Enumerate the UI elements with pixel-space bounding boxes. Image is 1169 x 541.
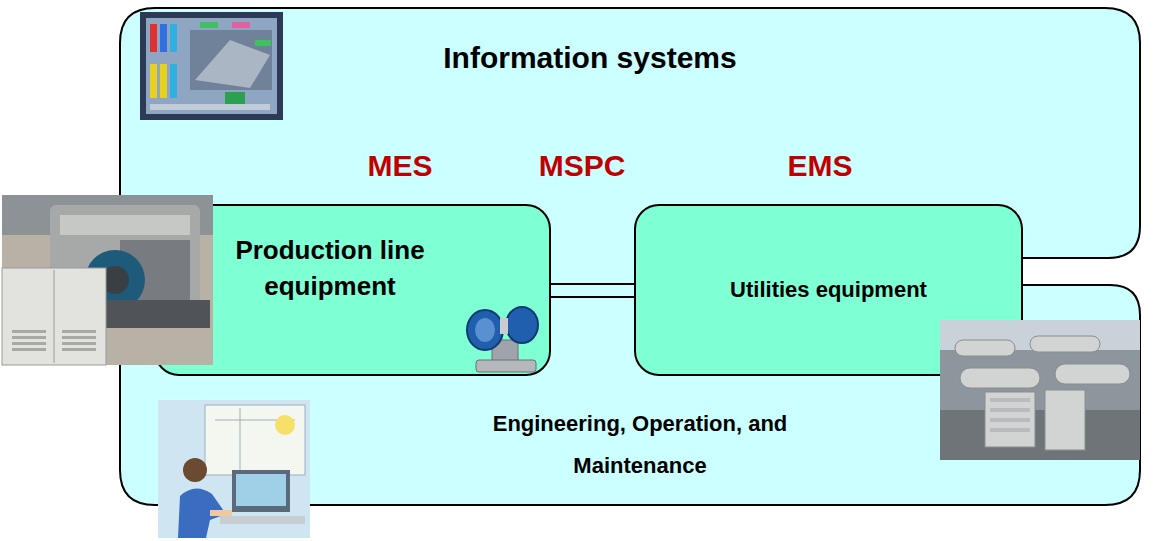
label-holder: MSPC (482, 148, 682, 184)
box-text: Information systems (290, 38, 890, 78)
link-band (550, 284, 635, 297)
switchgear-picture (940, 320, 1140, 460)
region-box: Engineering, Operation, and Maintenance (120, 285, 1140, 505)
region-box: Information systems (120, 8, 1140, 258)
engineer-picture (158, 400, 310, 538)
label-holder: MES (300, 148, 500, 184)
machine-picture (2, 195, 213, 365)
screen-picture (140, 12, 283, 120)
label-holder: EMS (720, 148, 920, 184)
box-text: Production line equipment (205, 232, 455, 304)
equipment-box: Production line equipment (155, 205, 550, 375)
system-label: MES (367, 149, 432, 182)
box-shape (635, 205, 1022, 375)
box-text: Utilities equipment (655, 275, 1002, 305)
system-label: MSPC (539, 149, 626, 182)
equipment-box: Utilities equipment (635, 205, 1022, 375)
transmitter-picture (467, 307, 538, 372)
box-shape (155, 205, 550, 375)
system-label: EMS (787, 149, 852, 182)
region-outline (120, 8, 1140, 505)
box-text: Engineering, Operation, and Maintenance (480, 403, 800, 487)
